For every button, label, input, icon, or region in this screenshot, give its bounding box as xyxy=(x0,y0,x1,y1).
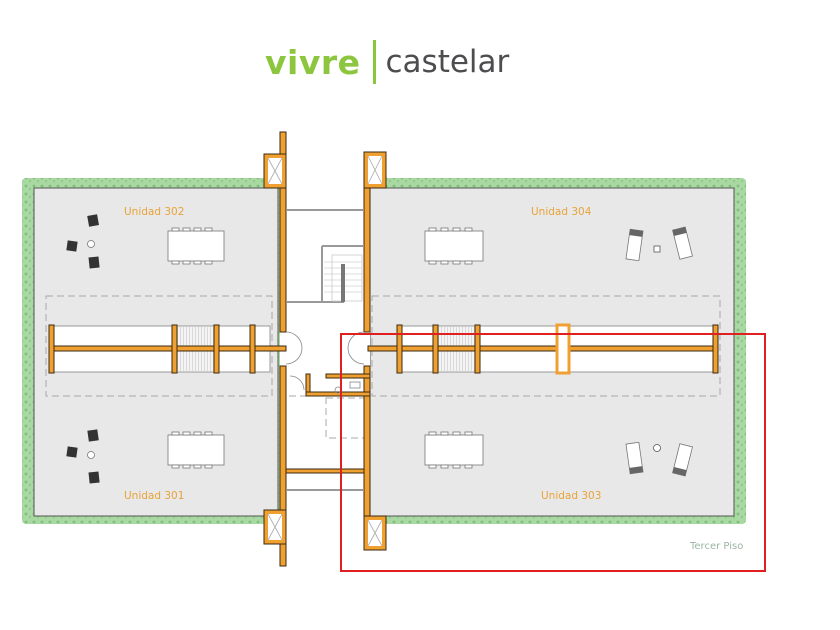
unit-303-highlight xyxy=(340,333,766,572)
unit-label-303: Unidad 303 xyxy=(541,490,601,502)
stairwell xyxy=(324,254,363,302)
unit-label-301: Unidad 301 xyxy=(124,490,184,502)
logo-separator xyxy=(372,40,376,84)
shaft-boxes xyxy=(263,151,387,551)
core-gray-lines xyxy=(287,209,364,491)
orange-beams xyxy=(48,323,719,375)
armchairs xyxy=(66,214,100,484)
dining-tables xyxy=(167,227,484,469)
logo-place: castelar xyxy=(385,44,510,80)
core-walls xyxy=(279,131,371,567)
logo: vivre castelar xyxy=(265,38,509,86)
logo-brand: vivre xyxy=(265,42,361,82)
unit-label-304: Unidad 304 xyxy=(531,206,592,218)
sun-loungers xyxy=(625,226,693,477)
floor-label: Tercer Piso xyxy=(689,541,743,552)
unit-label-302: Unidad 302 xyxy=(124,206,184,218)
